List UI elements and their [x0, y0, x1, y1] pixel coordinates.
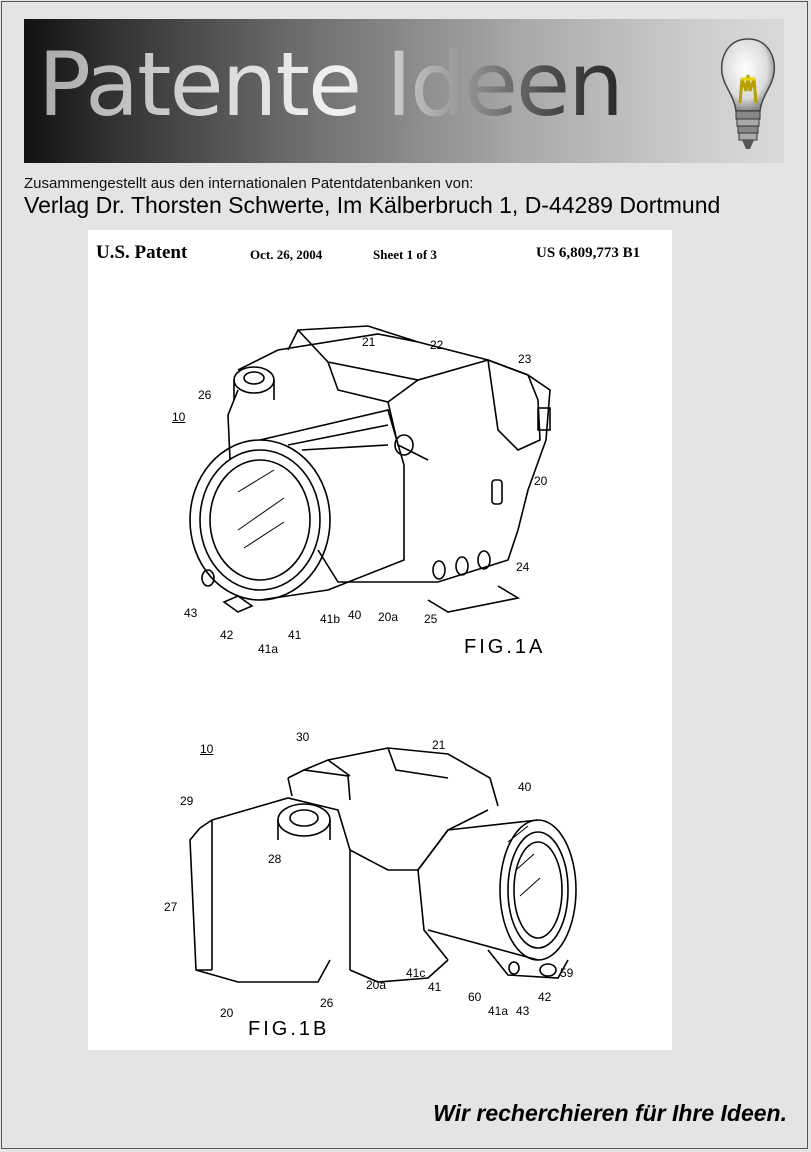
patent-header-label: U.S. Patent [96, 242, 188, 263]
ref-label: 21 [432, 738, 446, 752]
ref-label: 10 [172, 410, 186, 424]
patent-sheet: U.S. Patent Oct. 26, 2004 Sheet 1 of 3 U… [88, 230, 672, 1050]
ref-label: 43 [516, 1004, 530, 1018]
ref-label: 26 [198, 388, 212, 402]
ref-label: 41 [288, 628, 302, 642]
ref-label: 43 [184, 606, 198, 620]
ref-label: 20 [534, 474, 548, 488]
patent-sheet-number: Sheet 1 of 3 [373, 247, 437, 262]
ref-label: 27 [164, 900, 178, 914]
ref-label: 41a [258, 642, 279, 656]
figure-1a-drawing [189, 325, 551, 613]
ref-label: 42 [220, 628, 234, 642]
ref-label: 29 [180, 794, 194, 808]
banner-title: Patente Ideen [38, 33, 624, 136]
subtitle: Zusammengestellt aus den internationalen… [24, 175, 474, 192]
ref-label: 30 [296, 730, 310, 744]
ref-label: 21 [362, 335, 376, 349]
publisher-address: Verlag Dr. Thorsten Schwerte, Im Kälberb… [24, 192, 721, 218]
patent-number: US 6,809,773 B1 [536, 245, 641, 261]
ref-label: 24 [516, 560, 530, 574]
figure-1b-caption: FIG.1B [248, 1018, 330, 1040]
ref-label: 41a [488, 1004, 509, 1018]
ref-label: 42 [538, 990, 552, 1004]
ref-label: 41b [320, 612, 341, 626]
ref-label: 60 [468, 990, 482, 1004]
figure-1a-caption: FIG.1A [464, 636, 546, 658]
ref-label: 41c [406, 966, 426, 980]
lightbulb-icon [720, 38, 776, 149]
ref-label: 28 [268, 852, 282, 866]
ref-label: 22 [430, 338, 444, 352]
ref-label: 40 [518, 780, 532, 794]
ref-label: 25 [424, 612, 438, 626]
header-banner: Patente Ideen [24, 19, 784, 163]
ref-label: 26 [320, 996, 334, 1010]
ref-label: 20 [220, 1006, 234, 1020]
patent-date: Oct. 26, 2004 [250, 247, 323, 262]
ref-label: 20a [366, 978, 387, 992]
ref-label: 59 [560, 966, 574, 980]
ref-label: 23 [518, 352, 532, 366]
ref-label: 20a [378, 610, 399, 624]
figure-1b-drawing [189, 747, 577, 983]
ref-label: 40 [348, 608, 362, 622]
ref-label: 10 [200, 742, 214, 756]
ref-label: 41 [428, 980, 442, 994]
footer-slogan: Wir recherchieren für Ihre Ideen. [433, 1100, 787, 1126]
